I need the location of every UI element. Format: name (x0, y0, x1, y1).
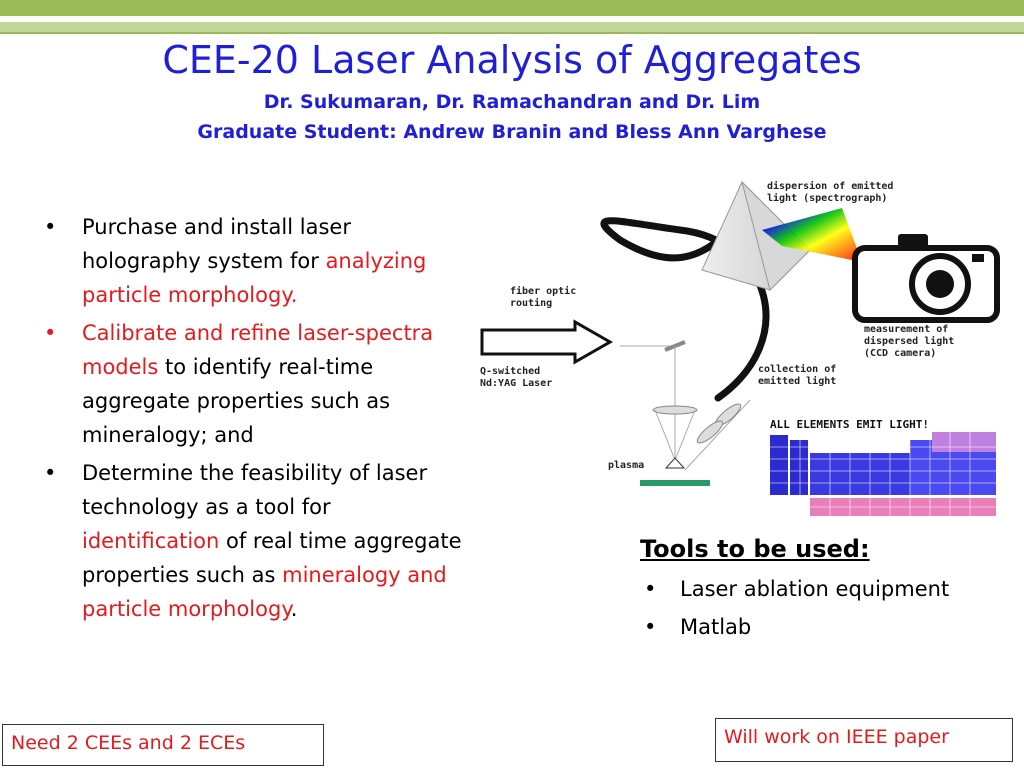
header-band-dark (0, 0, 1024, 16)
header-band-line (0, 32, 1024, 34)
label-plasma: plasma (608, 460, 644, 471)
note-paper-text: Will work on IEEE paper (724, 726, 949, 748)
label-measurement-3: (CCD camera) (864, 348, 936, 359)
tool-item: • Laser ablation equipment (640, 572, 1000, 606)
objective-highlight: Calibrate and refine laser-spectra model… (82, 321, 434, 379)
objective-highlight: identification (82, 529, 220, 553)
tool-item-label: Matlab (680, 615, 752, 639)
bullet-glyph: • (644, 577, 657, 601)
tools-section: Tools to be used: • Laser ablation equip… (640, 532, 1000, 648)
objective-item: • Purchase and install laser holography … (44, 210, 474, 312)
label-measurement-2: dispersed light (864, 335, 954, 347)
objective-text: of real time aggregate properties such a… (82, 529, 462, 587)
objectives-list: • Purchase and install laser holography … (44, 210, 474, 630)
objective-item: • Determine the feasibility of laser tec… (44, 456, 474, 626)
label-fiber-2: routing (510, 297, 552, 309)
label-dispersion-1: dispersion of emitted (767, 180, 893, 192)
label-qswitch-1: Q-switched (480, 365, 540, 377)
label-qswitch-2: Nd:YAG Laser (480, 378, 552, 389)
slide-title: CEE-20 Laser Analysis of Aggregates (162, 38, 862, 82)
objective-item: • Calibrate and refine laser-spectra mod… (44, 316, 474, 452)
slide-subtitle-students: Graduate Student: Andrew Branin and Bles… (197, 121, 827, 143)
label-collection-2: emitted light (758, 375, 836, 387)
label-fiber-1: fiber optic (510, 285, 576, 297)
header-band-gap (0, 16, 1024, 22)
slide-subtitle-authors: Dr. Sukumaran, Dr. Ramachandran and Dr. … (263, 91, 761, 113)
note-box-paper: Will work on IEEE paper (715, 718, 1013, 762)
note-box-staffing: Need 2 CEEs and 2 ECEs (2, 724, 324, 766)
tools-title: Tools to be used: (640, 535, 870, 563)
camera-icon (852, 234, 1000, 323)
label-collection-1: collection of (758, 363, 836, 375)
bullet-glyph: • (44, 321, 57, 345)
objective-text: Purchase and install laser holography sy… (82, 215, 351, 273)
fiber-optic-cable (600, 217, 770, 402)
bullet-glyph: • (44, 461, 57, 485)
bullet-glyph: • (644, 615, 657, 639)
laser-optics (620, 340, 751, 471)
libs-diagram: dispersion of emitted light (spectrograp… (480, 180, 1000, 516)
rainbow-spectrum (762, 208, 862, 262)
periodic-table-icon: ALL ELEMENTS EMIT LIGHT! (770, 418, 996, 516)
note-staffing-text: Need 2 CEEs and 2 ECEs (11, 732, 246, 754)
label-all-elements: ALL ELEMENTS EMIT LIGHT! (770, 418, 929, 431)
header-band-light (0, 22, 1024, 32)
plasma-sample (640, 457, 710, 486)
tool-item-label: Laser ablation equipment (680, 577, 950, 601)
label-dispersion-2: light (spectrograph) (767, 192, 887, 204)
laser-arrow (480, 319, 614, 365)
objective-text: Determine the feasibility of laser techn… (82, 461, 428, 519)
objective-text: . (290, 597, 298, 621)
objective-highlight: mineralogy and particle morphology (82, 563, 447, 621)
objective-text: to identify real-time aggregate properti… (82, 355, 391, 447)
label-measurement-1: measurement of (864, 324, 948, 335)
tool-item: • Matlab (640, 610, 1000, 644)
bullet-glyph: • (44, 215, 57, 239)
objective-highlight: analyzing particle morphology. (82, 249, 427, 307)
